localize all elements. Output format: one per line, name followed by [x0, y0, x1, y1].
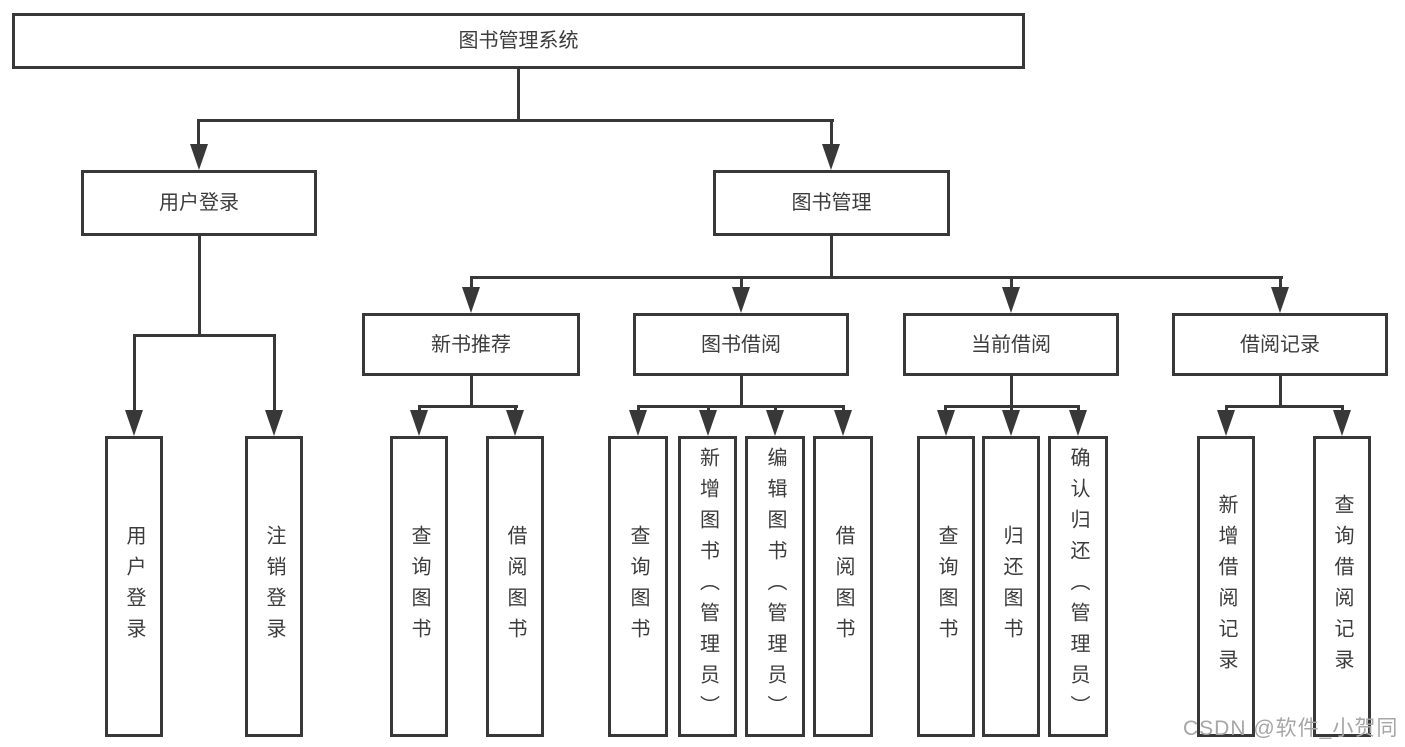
arrow-down-leaf	[506, 410, 524, 436]
arrow-down-leaf	[1069, 410, 1087, 436]
connector-leaf-stub	[637, 405, 640, 413]
connector-g2-bar	[637, 405, 845, 408]
node-book-management: 图书管理	[713, 170, 950, 236]
node-book-borrow: 图书借阅	[633, 313, 849, 376]
arrow-down-book-management	[822, 144, 840, 170]
connector-root-stub	[517, 69, 520, 122]
connector-group-stub	[1279, 276, 1282, 290]
leaf-query-book-3: 查询图书	[917, 436, 975, 737]
leaf-confirm-return-admin: 确认归还（管理员）	[1048, 436, 1108, 737]
connector-user-stub	[197, 119, 200, 146]
leaf-logout: 注销登录	[245, 436, 303, 737]
leaf-add-book-admin: 新增图书（管理员）	[678, 436, 737, 737]
arrow-down-leaf	[1333, 410, 1351, 436]
connector-g3-stub	[1010, 376, 1013, 408]
connector-group-stub	[740, 276, 743, 290]
connector-userlogin-bar	[133, 334, 276, 337]
arrow-down-book-borrow	[732, 287, 750, 313]
connector-leaf-stub	[1225, 405, 1228, 413]
leaf-user-login: 用户登录	[105, 436, 163, 737]
connector-leaf-stub	[842, 405, 845, 413]
leaf-edit-book-admin: 编辑图书（管理员）	[745, 436, 805, 737]
node-new-book-recommend: 新书推荐	[362, 313, 580, 376]
connector-leaf-stub	[707, 405, 710, 413]
leaf-return-book: 归还图书	[982, 436, 1040, 737]
connector-group-stub	[470, 276, 473, 290]
arrow-down-current-borrow	[1002, 287, 1020, 313]
csdn-watermark: CSDN @软件_小贺同学	[1183, 717, 1399, 740]
arrow-down-new-book-recommend	[462, 287, 480, 313]
arrow-down-leaf	[699, 410, 717, 436]
connector-g2-stub	[740, 376, 743, 408]
leaf-borrow-book-2: 借阅图书	[813, 436, 873, 737]
arrow-down-leaf-logout	[265, 410, 283, 436]
arrow-down-leaf-user-login	[125, 410, 143, 436]
connector-g1-stub	[470, 376, 473, 408]
arrow-down-leaf	[1002, 410, 1020, 436]
connector-leaf-stub	[418, 405, 421, 413]
connector-leaf-stub	[1010, 405, 1013, 413]
connector-root-bar	[197, 119, 834, 122]
arrow-down-leaf	[410, 410, 428, 436]
node-borrow-record: 借阅记录	[1172, 313, 1388, 376]
connector-leaf-stub	[774, 405, 777, 413]
connector-leaf-stub	[514, 405, 517, 413]
connector-leaf-stub	[133, 334, 136, 412]
connector-g4-bar	[1225, 405, 1344, 408]
connector-g4-stub	[1279, 376, 1282, 408]
node-user-login: 用户登录	[81, 170, 317, 236]
arrow-down-user-login	[190, 144, 208, 170]
arrow-down-leaf	[937, 410, 955, 436]
leaf-add-borrow-record: 新增借阅记录	[1197, 436, 1255, 737]
leaf-query-book-1: 查询图书	[390, 436, 448, 737]
leaf-borrow-book-1: 借阅图书	[486, 436, 544, 737]
leaf-query-borrow-record: 查询借阅记录	[1313, 436, 1371, 737]
connector-leaf-stub	[273, 334, 276, 412]
node-root-system: 图书管理系统	[12, 13, 1025, 69]
arrow-down-borrow-record	[1271, 287, 1289, 313]
connector-group-stub	[1010, 276, 1013, 290]
connector-leaf-stub	[1077, 405, 1080, 413]
connector-bookmgmt-bar	[470, 276, 1283, 279]
leaf-query-book-2: 查询图书	[608, 436, 668, 737]
arrow-down-leaf	[766, 410, 784, 436]
node-current-borrow: 当前借阅	[903, 313, 1119, 376]
arrow-down-leaf	[629, 410, 647, 436]
connector-leaf-stub	[944, 405, 947, 413]
connector-leaf-stub	[1341, 405, 1344, 413]
connector-g1-bar	[418, 405, 518, 408]
arrow-down-leaf	[834, 410, 852, 436]
connector-userlogin-stub	[198, 236, 201, 337]
arrow-down-leaf	[1217, 410, 1235, 436]
connector-book-stub	[830, 119, 833, 146]
connector-bookmgmt-stub	[830, 236, 833, 279]
